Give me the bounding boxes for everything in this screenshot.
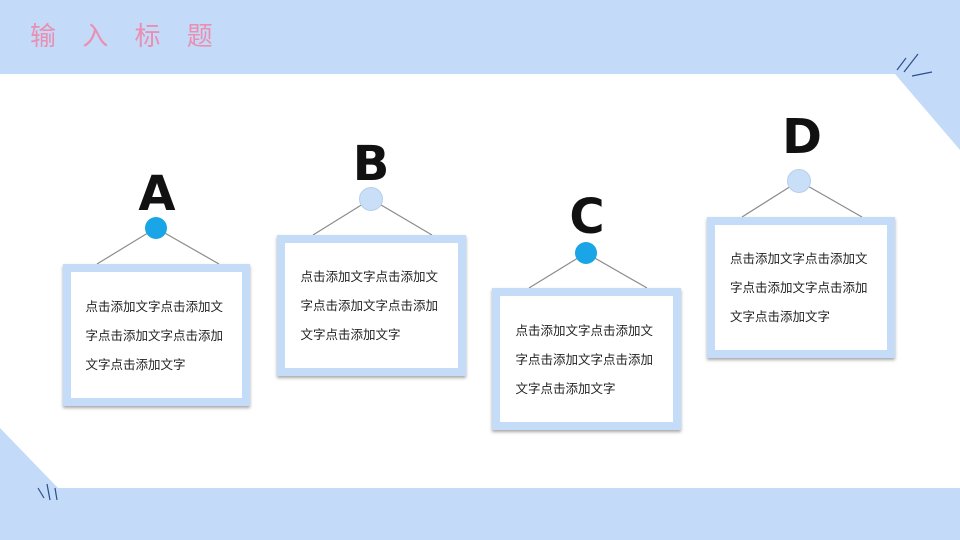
card-d-frame: 点击添加文字点击添加文字点击添加文字点击添加文字点击添加文字	[707, 217, 895, 358]
scribble-icon	[896, 53, 933, 77]
card-b-text[interactable]: 点击添加文字点击添加文字点击添加文字点击添加文字点击添加文字	[300, 269, 439, 342]
card-a-frame: 点击添加文字点击添加文字点击添加文字点击添加文字点击添加文字	[63, 264, 250, 406]
scribble-icon	[37, 483, 58, 501]
card-a-text[interactable]: 点击添加文字点击添加文字点击添加文字点击添加文字点击添加文字	[85, 298, 224, 372]
card-c-frame: 点击添加文字点击添加文字点击添加文字点击添加文字点击添加文字	[492, 288, 681, 430]
card-d-text[interactable]: 点击添加文字点击添加文字点击添加文字点击添加文字点击添加文字	[730, 251, 868, 324]
card-b-frame: 点击添加文字点击添加文字点击添加文字点击添加文字点击添加文字	[277, 235, 466, 376]
card-d-letter: D	[782, 109, 822, 165]
card-c-text[interactable]: 点击添加文字点击添加文字点击添加文字点击添加文字点击添加文字	[515, 322, 654, 396]
card-c-letter: C	[569, 189, 605, 245]
card-a-letter: A	[138, 166, 176, 222]
page-title: 输 入 标 题	[30, 22, 222, 52]
card-b-letter: B	[352, 136, 390, 192]
